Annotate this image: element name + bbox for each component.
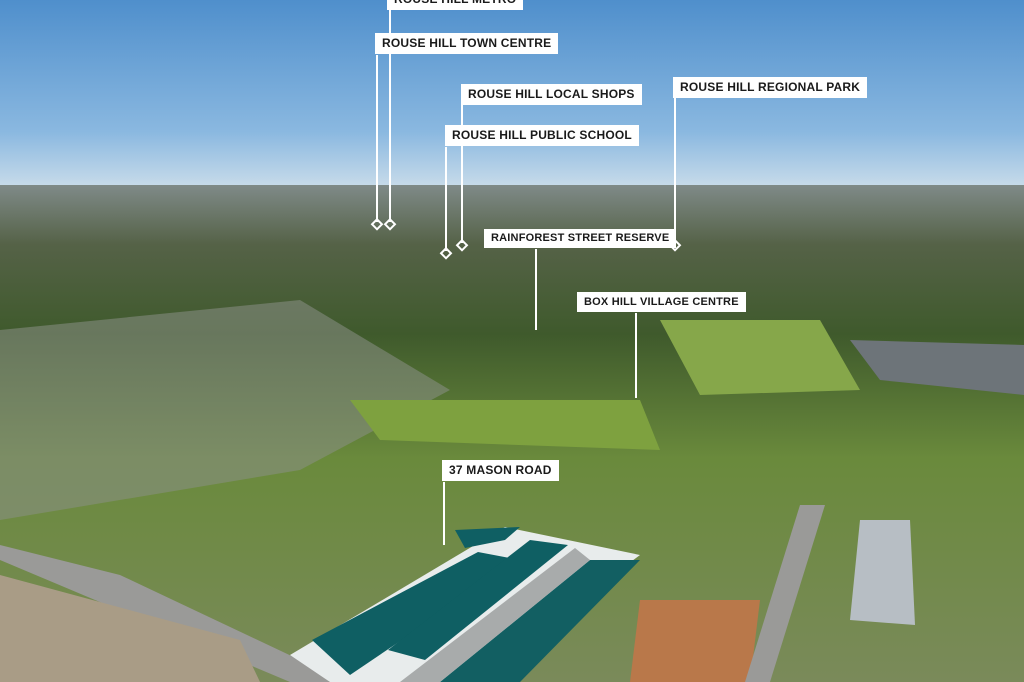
dirt-lot <box>630 600 760 682</box>
diamond-marker-icon <box>439 246 453 260</box>
label-rainforest-street-reserve: RAINFOREST STREET RESERVE <box>484 229 677 248</box>
field-right <box>660 320 860 395</box>
suburb-right <box>850 340 1024 395</box>
label-37-mason-road: 37 MASON ROAD <box>442 460 559 481</box>
field-centre <box>350 400 660 450</box>
label-box-hill-village-centre: BOX HILL VILLAGE CENTRE <box>577 292 746 312</box>
label-rouse-hill-town-centre: ROUSE HILL TOWN CENTRE <box>375 33 559 54</box>
label-rouse-hill-local-shops: ROUSE HILL LOCAL SHOPS <box>461 84 642 105</box>
houses-right <box>850 520 915 625</box>
diamond-marker-icon <box>370 217 384 231</box>
site-37-mason-road <box>290 527 640 682</box>
diamond-marker-icon <box>383 217 397 231</box>
road-right <box>745 505 825 682</box>
label-rouse-hill-regional-park: ROUSE HILL REGIONAL PARK <box>673 77 868 98</box>
diamond-marker-icon <box>455 238 469 252</box>
label-rouse-hill-metro: ROUSE HILL METRO <box>387 0 524 10</box>
houses-left-bottom <box>0 575 260 682</box>
road <box>0 545 330 682</box>
label-rouse-hill-public-school: ROUSE HILL PUBLIC SCHOOL <box>445 125 639 146</box>
suburb-left <box>0 300 450 520</box>
